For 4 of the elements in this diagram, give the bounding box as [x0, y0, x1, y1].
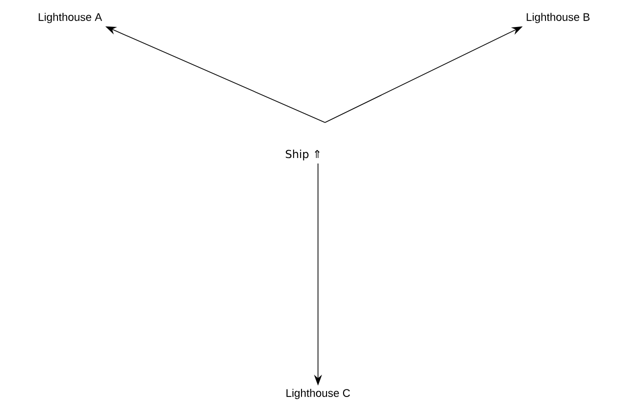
text-label: Lighthouse A [38, 12, 102, 24]
text-label: Ship ⇑ [286, 150, 320, 160]
text-label: Lighthouse C [286, 388, 350, 400]
text-label: Lighthouse B [526, 12, 590, 24]
